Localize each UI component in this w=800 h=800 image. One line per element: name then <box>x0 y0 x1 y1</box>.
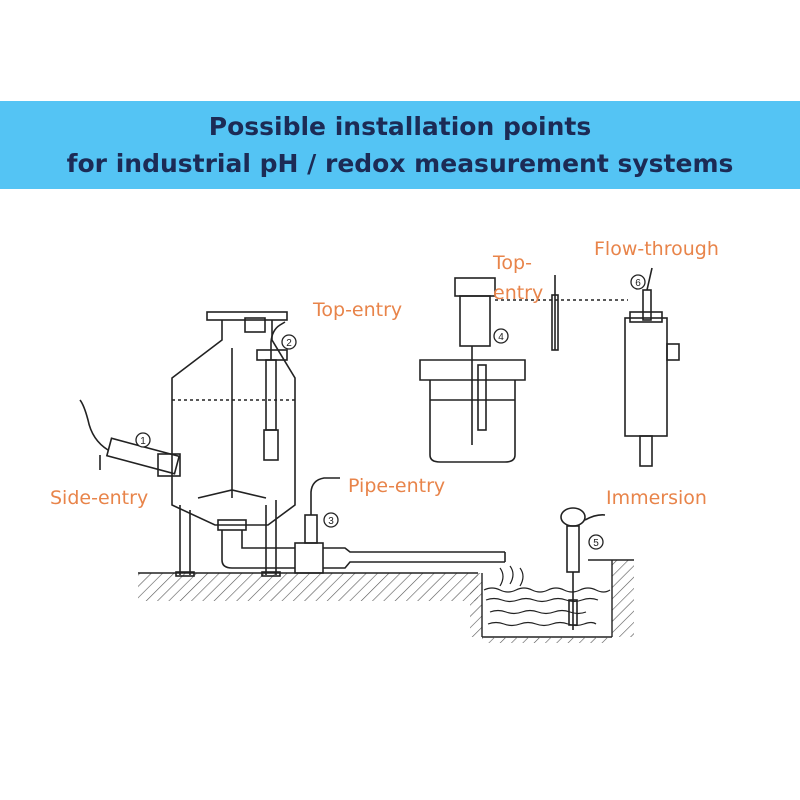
title-banner: Possible installation points for industr… <box>0 101 800 189</box>
label-top-entry-vessel-1: Top- <box>493 252 532 274</box>
title-line-2: for industrial pH / redox measurement sy… <box>66 149 734 178</box>
marker-4: 4 <box>493 328 509 344</box>
label-immersion: Immersion <box>606 487 707 509</box>
marker-5: 5 <box>588 534 604 550</box>
svg-text:2: 2 <box>286 338 292 349</box>
label-pipe-entry: Pipe-entry <box>348 475 446 497</box>
label-flow-through: Flow-through <box>594 238 719 260</box>
svg-text:6: 6 <box>635 278 641 289</box>
flow-through-cell <box>624 267 680 467</box>
pipeline <box>221 530 506 574</box>
vessel <box>419 275 628 463</box>
side-entry-sensor <box>79 399 181 477</box>
label-side-entry: Side-entry <box>50 487 149 509</box>
immersion-sensor <box>560 507 606 630</box>
pipe-entry-sensor <box>304 477 340 544</box>
marker-3: 3 <box>323 512 339 528</box>
marker-2: 2 <box>281 334 297 350</box>
svg-text:3: 3 <box>328 516 334 527</box>
title-line-1: Possible installation points <box>208 112 592 141</box>
svg-text:5: 5 <box>593 538 599 549</box>
process-tank <box>171 311 296 577</box>
label-top-entry-vessel-2: entry <box>493 282 544 304</box>
immersion-basin <box>483 565 611 627</box>
marker-6: 6 <box>630 274 646 290</box>
marker-1: 1 <box>135 432 151 448</box>
tank-top-entry-sensor <box>263 321 286 461</box>
svg-text:1: 1 <box>140 436 146 447</box>
label-top-entry-tank: Top-entry <box>313 299 403 321</box>
svg-text:4: 4 <box>498 332 504 343</box>
ground <box>138 559 634 643</box>
